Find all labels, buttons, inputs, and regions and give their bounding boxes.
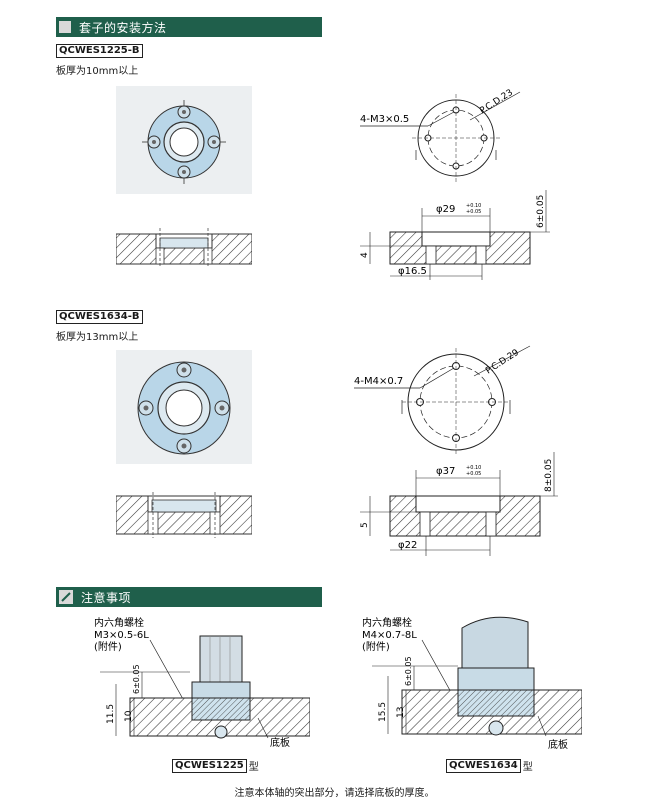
bore-tol-upper-1: +0.10 (466, 203, 481, 209)
caution-model-suffix-2: 型 (522, 762, 533, 773)
drawing-right-1: 4-M3×0.5 P.C.D.23 φ29 +0.10 +0.05 6±0.05… (360, 88, 550, 280)
depth-dim-1: 6±0.05 (536, 195, 546, 228)
screw-spec-2: 4-M4×0.7 (354, 376, 403, 387)
plate-thickness-note-1: 板厚为10mm以上 (56, 66, 139, 77)
section-title: 注意事项 (81, 590, 132, 605)
caution-drawing-2: 内六角螺栓 M4×0.7-8L (附件) 6±0.05 15.5 13 底板 (362, 616, 582, 751)
model-label-1: QCWES1225-B (56, 44, 143, 58)
base-plate-label-2: 底板 (548, 738, 568, 751)
bore-tol-lower-2: +0.05 (466, 471, 481, 477)
section-view-left-2 (116, 492, 252, 538)
caution-drawing-1: 内六角螺栓 M3×0.5-6L (附件) 6±0.05 11.5 10 底板 (94, 616, 310, 749)
section-header-cautions: 注意事项 (56, 587, 322, 607)
protrude-dim-2: 6±0.05 (404, 656, 413, 686)
bore-tol-lower-1: +0.05 (466, 209, 481, 215)
caution-model-2: QCWES1634 型 (446, 758, 533, 773)
bolt-label-line2-1: M3×0.5-6L (94, 630, 149, 641)
plate-thickness-note-2: 板厚为13mm以上 (56, 332, 139, 343)
total-dim-2: 15.5 (378, 702, 388, 722)
total-dim-1: 11.5 (106, 704, 116, 724)
bore-dia-2: φ37 (436, 466, 455, 477)
protrude-dim-1: 6±0.05 (132, 664, 141, 694)
collet-top-view-1 (142, 100, 226, 184)
bolt-label-line3-2: (附件) (362, 640, 390, 653)
section-view-left-1 (116, 228, 252, 268)
bolt-label-line2-2: M4×0.7-8L (362, 630, 417, 641)
collet-top-view-2 (137, 361, 231, 455)
bolt-label-line1-2: 内六角螺栓 (362, 616, 412, 629)
bolt-label-line1-1: 内六角螺栓 (94, 616, 144, 629)
depth-dim-2: 8±0.05 (544, 459, 554, 492)
section-square-icon (59, 21, 71, 33)
bore-tol-upper-2: +0.10 (466, 465, 481, 471)
top-view-panel-1 (116, 86, 252, 194)
section-header-install: 套子的安装方法 (56, 17, 322, 37)
screw-spec-1: 4-M3×0.5 (360, 114, 409, 125)
section-title: 套子的安装方法 (79, 20, 167, 35)
thread-depth-1: 4 (360, 252, 370, 258)
inner-dia-2: φ22 (398, 540, 417, 551)
pcd-label-2: P.C.D.29 (484, 348, 521, 377)
caution-model-suffix-1: 型 (248, 762, 259, 773)
caution-model-label-2: QCWES1634 (446, 758, 521, 773)
base-plate-label-1: 底板 (270, 736, 290, 749)
top-view-panel-2 (116, 350, 252, 464)
plate-dim-1: 10 (124, 710, 134, 722)
caution-model-1: QCWES1225 型 (172, 758, 259, 773)
thread-depth-2: 5 (360, 522, 370, 528)
drawing-right-2: 4-M4×0.7 P.C.D.29 φ37 +0.10 +0.05 8±0.05… (354, 345, 558, 556)
plate-dim-2: 13 (396, 707, 406, 718)
footer-note: 注意本体轴的突出部分，请选择底板的厚度。 (234, 788, 435, 799)
model-label-2: QCWES1634-B (56, 310, 143, 324)
inner-dia-1: φ16.5 (398, 266, 427, 277)
bore-dia-1: φ29 (436, 204, 455, 215)
pencil-icon (59, 590, 73, 604)
pcd-label-1: P.C.D.23 (478, 88, 515, 117)
caution-model-label-1: QCWES1225 (172, 758, 247, 773)
bolt-label-line3-1: (附件) (94, 640, 122, 653)
